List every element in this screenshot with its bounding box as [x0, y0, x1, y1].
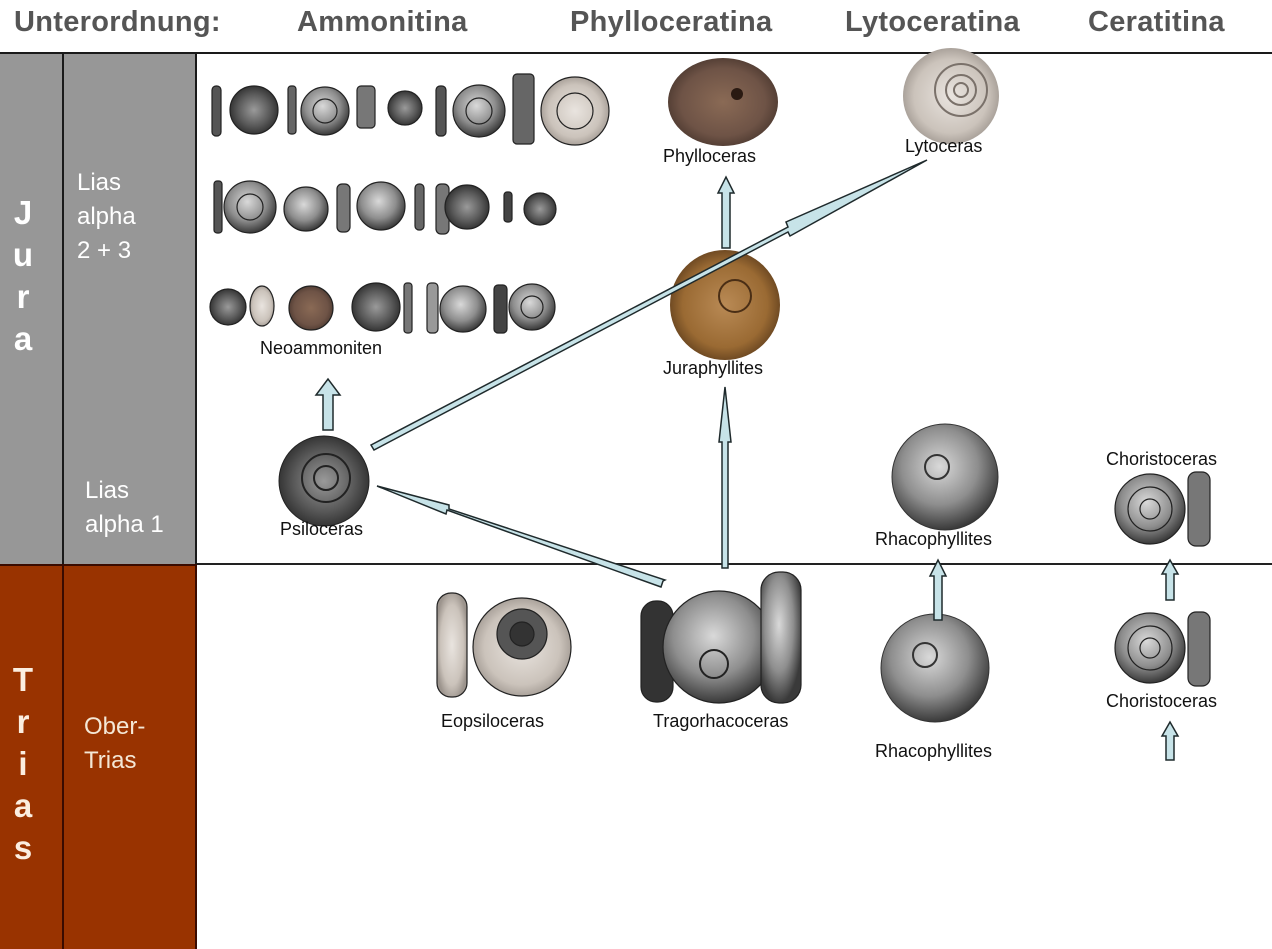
arrow-rhacophyllites: [928, 558, 948, 621]
fossil-row: [209, 282, 556, 334]
suborder-lytoceratina: Lytoceratina: [845, 6, 1020, 38]
period-letter: s: [13, 829, 33, 866]
suborder-phylloceratina: Phylloceratina: [570, 6, 773, 38]
suborder-ceratitina: Ceratitina: [1088, 6, 1225, 38]
label-tragorhacoceras: Tragorhacoceras: [653, 711, 789, 731]
stage-lias-alpha-1: Lias alpha 1: [85, 477, 164, 538]
arrow-psiloceras-to-lytoceras: [369, 159, 928, 451]
fossil-juraphyllites: [670, 250, 780, 360]
stage-column-trias: Ober- Trias: [64, 564, 197, 949]
period-jura: J u r a: [0, 54, 64, 564]
period-letter: r: [16, 278, 30, 315]
period-trias: T r i a s: [0, 564, 64, 949]
neoammoniten-plate: [209, 73, 610, 334]
fossil-row: [211, 73, 610, 146]
fossil-row: [213, 180, 557, 235]
period-letter: u: [12, 236, 34, 273]
period-letter: i: [18, 745, 28, 782]
stage-lias-alpha-2-3: Lias alpha 2 + 3: [77, 169, 136, 264]
fossil-psiloceras: [278, 435, 370, 527]
arrows: [314, 159, 1180, 761]
fossil-choristoceras-jura: [1114, 471, 1211, 547]
label-eopsiloceras: Eopsiloceras: [441, 711, 545, 731]
suborder-header: Unterordnung: Ammonitina Phylloceratina …: [0, 0, 1272, 54]
fossil-phylloceras: [668, 58, 778, 146]
period-letter: a: [13, 320, 33, 357]
period-label-trias: T r i a s: [0, 659, 46, 869]
period-letter: T: [12, 661, 34, 698]
fossil-rhacophyllites-jura: [891, 423, 999, 531]
period-letter: r: [16, 703, 30, 740]
header-label: Unterordnung:: [14, 6, 221, 38]
label-neoammoniten: Neoammoniten: [260, 338, 383, 358]
label-lytoceras: Lytoceras: [905, 136, 983, 156]
arrow-juraphyllites-to-phylloceras: [716, 175, 736, 249]
arrow-choristoceras: [1160, 558, 1180, 601]
period-label-jura: J u r a: [0, 192, 46, 360]
label-rhacophyllites-trias: Rhacophyllites: [875, 741, 993, 761]
label-phylloceras: Phylloceras: [663, 146, 757, 166]
arrow-tragorhacoceras-to-juraphyllites: [718, 386, 732, 569]
period-letter: J: [13, 194, 33, 231]
fossil-rhacophyllites-trias: [880, 613, 990, 723]
stage-ober-trias: Ober- Trias: [84, 713, 146, 774]
fossil-choristoceras-trias: [1114, 611, 1211, 687]
label-choristoceras-trias: Choristoceras: [1106, 691, 1218, 711]
period-boundary-line: [197, 563, 1272, 565]
fossil-tragorhacoceras: [640, 571, 802, 704]
arrow-tragorhacoceras-to-psiloceras: [376, 485, 667, 588]
label-rhacophyllites-jura: Rhacophyllites: [875, 529, 993, 549]
fossil-lytoceras: [903, 48, 999, 144]
stage-column-jura: Lias alpha 2 + 3 Lias alpha 1: [64, 54, 197, 564]
label-juraphyllites: Juraphyllites: [663, 358, 764, 378]
period-letter: a: [13, 787, 33, 824]
arrow-psiloceras-to-neoammoniten: [314, 377, 342, 431]
suborder-ammonitina: Ammonitina: [297, 6, 468, 38]
arrow-choristoceras-lower: [1160, 720, 1180, 761]
fossil-eopsiloceras: [436, 592, 572, 698]
label-psiloceras: Psiloceras: [280, 519, 364, 539]
label-choristoceras-jura: Choristoceras: [1106, 449, 1218, 469]
